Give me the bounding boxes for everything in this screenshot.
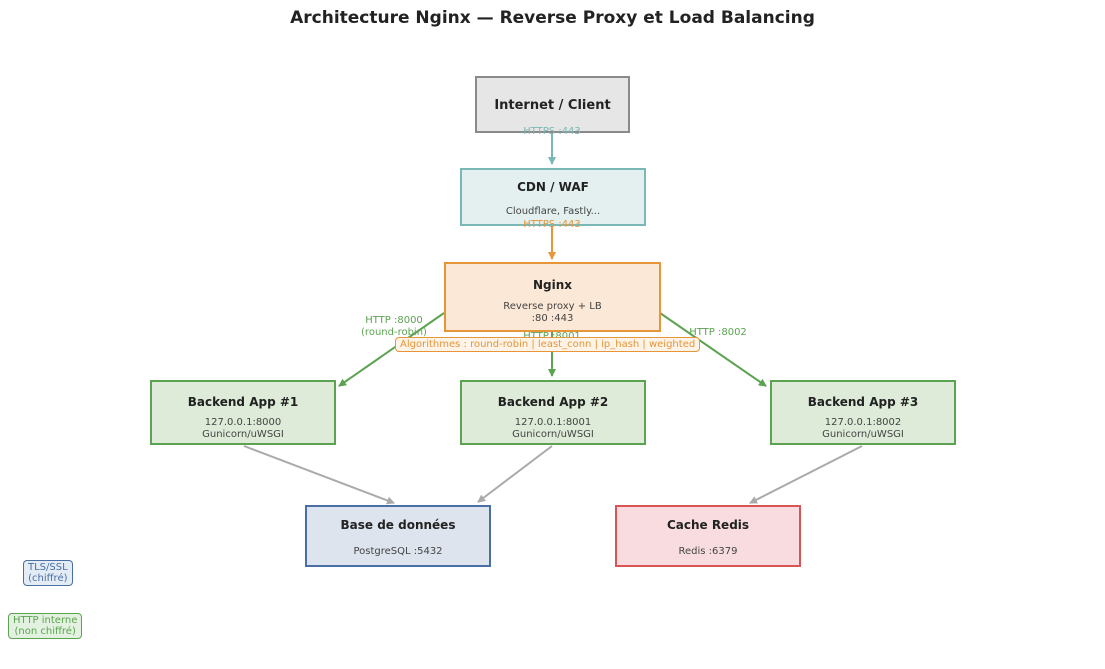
arrow-nginx-backend3 (659, 312, 767, 387)
node-client-name: Internet / Client (494, 98, 611, 113)
edge-label-nginx-backend3: HTTP :8002 (689, 327, 747, 338)
node-backend1-name: Backend App #1 (187, 395, 299, 409)
legend-http: HTTP interne (non chiffré) (8, 613, 83, 639)
legend-http-sub: (non chiffré) (14, 626, 76, 637)
edge-label-nginx-backend1-algo: (round-robin) (361, 327, 427, 338)
node-database-name: Base de données (340, 518, 456, 532)
node-backend1-sub1: 127.0.0.1:8000 (204, 417, 282, 428)
arrow-backend2-db (477, 445, 553, 503)
edge-label-client-cdn: HTTPS :443 (523, 126, 581, 137)
node-nginx-name: Nginx (532, 278, 573, 292)
node-backend3-name: Backend App #3 (807, 395, 919, 409)
arrow-backend3-redis (749, 445, 863, 504)
node-nginx-sub2: :80 :443 (531, 313, 574, 324)
node-nginx-sub1: Reverse proxy + LB (503, 301, 602, 312)
node-database: Base de données PostgreSQL :5432 (305, 505, 491, 567)
legend-tls: TLS/SSL (chiffré) (23, 560, 73, 586)
edge-label-nginx-backend1-port: HTTP :8000 (365, 315, 423, 326)
legend-tls-title: TLS/SSL (28, 562, 68, 573)
edge-label-cdn-nginx: HTTPS :443 (523, 219, 581, 230)
node-redis-name: Cache Redis (666, 518, 750, 532)
algorithms-badge: Algorithmes : round-robin | least_conn |… (395, 337, 701, 352)
node-client: Internet / Client (475, 76, 630, 133)
legend-http-title: HTTP interne (13, 615, 78, 626)
node-redis-sub: Redis :6379 (678, 546, 738, 557)
arrow-backend1-db (243, 445, 395, 505)
node-redis: Cache Redis Redis :6379 (615, 505, 801, 567)
node-database-sub: PostgreSQL :5432 (353, 546, 443, 557)
node-cdn: CDN / WAF Cloudflare, Fastly... (460, 168, 646, 226)
legend-tls-sub: (chiffré) (28, 573, 68, 584)
arrow-nginx-backend1 (338, 312, 445, 387)
node-backend2-name: Backend App #2 (497, 395, 609, 409)
edge-label-nginx-backend2: HTTP :8001 (502, 331, 602, 343)
node-backend2: Backend App #2 127.0.0.1:8001 Gunicorn/u… (460, 380, 646, 445)
diagram-title: Architecture Nginx — Reverse Proxy et Lo… (290, 8, 815, 28)
node-backend3-sub2: Gunicorn/uWSGI (822, 429, 904, 440)
node-backend3: Backend App #3 127.0.0.1:8002 Gunicorn/u… (770, 380, 956, 445)
node-backend1-sub2: Gunicorn/uWSGI (202, 429, 284, 440)
node-nginx: Nginx Reverse proxy + LB :80 :443 (444, 262, 661, 332)
node-cdn-sub: Cloudflare, Fastly... (505, 206, 601, 217)
node-backend3-sub1: 127.0.0.1:8002 (824, 417, 902, 428)
node-backend1: Backend App #1 127.0.0.1:8000 Gunicorn/u… (150, 380, 336, 445)
node-backend2-sub1: 127.0.0.1:8001 (514, 417, 592, 428)
node-cdn-name: CDN / WAF (517, 180, 589, 194)
edge-label-nginx-backend1: HTTP :8000 (round-robin) (344, 315, 444, 339)
node-backend2-sub2: Gunicorn/uWSGI (512, 429, 594, 440)
